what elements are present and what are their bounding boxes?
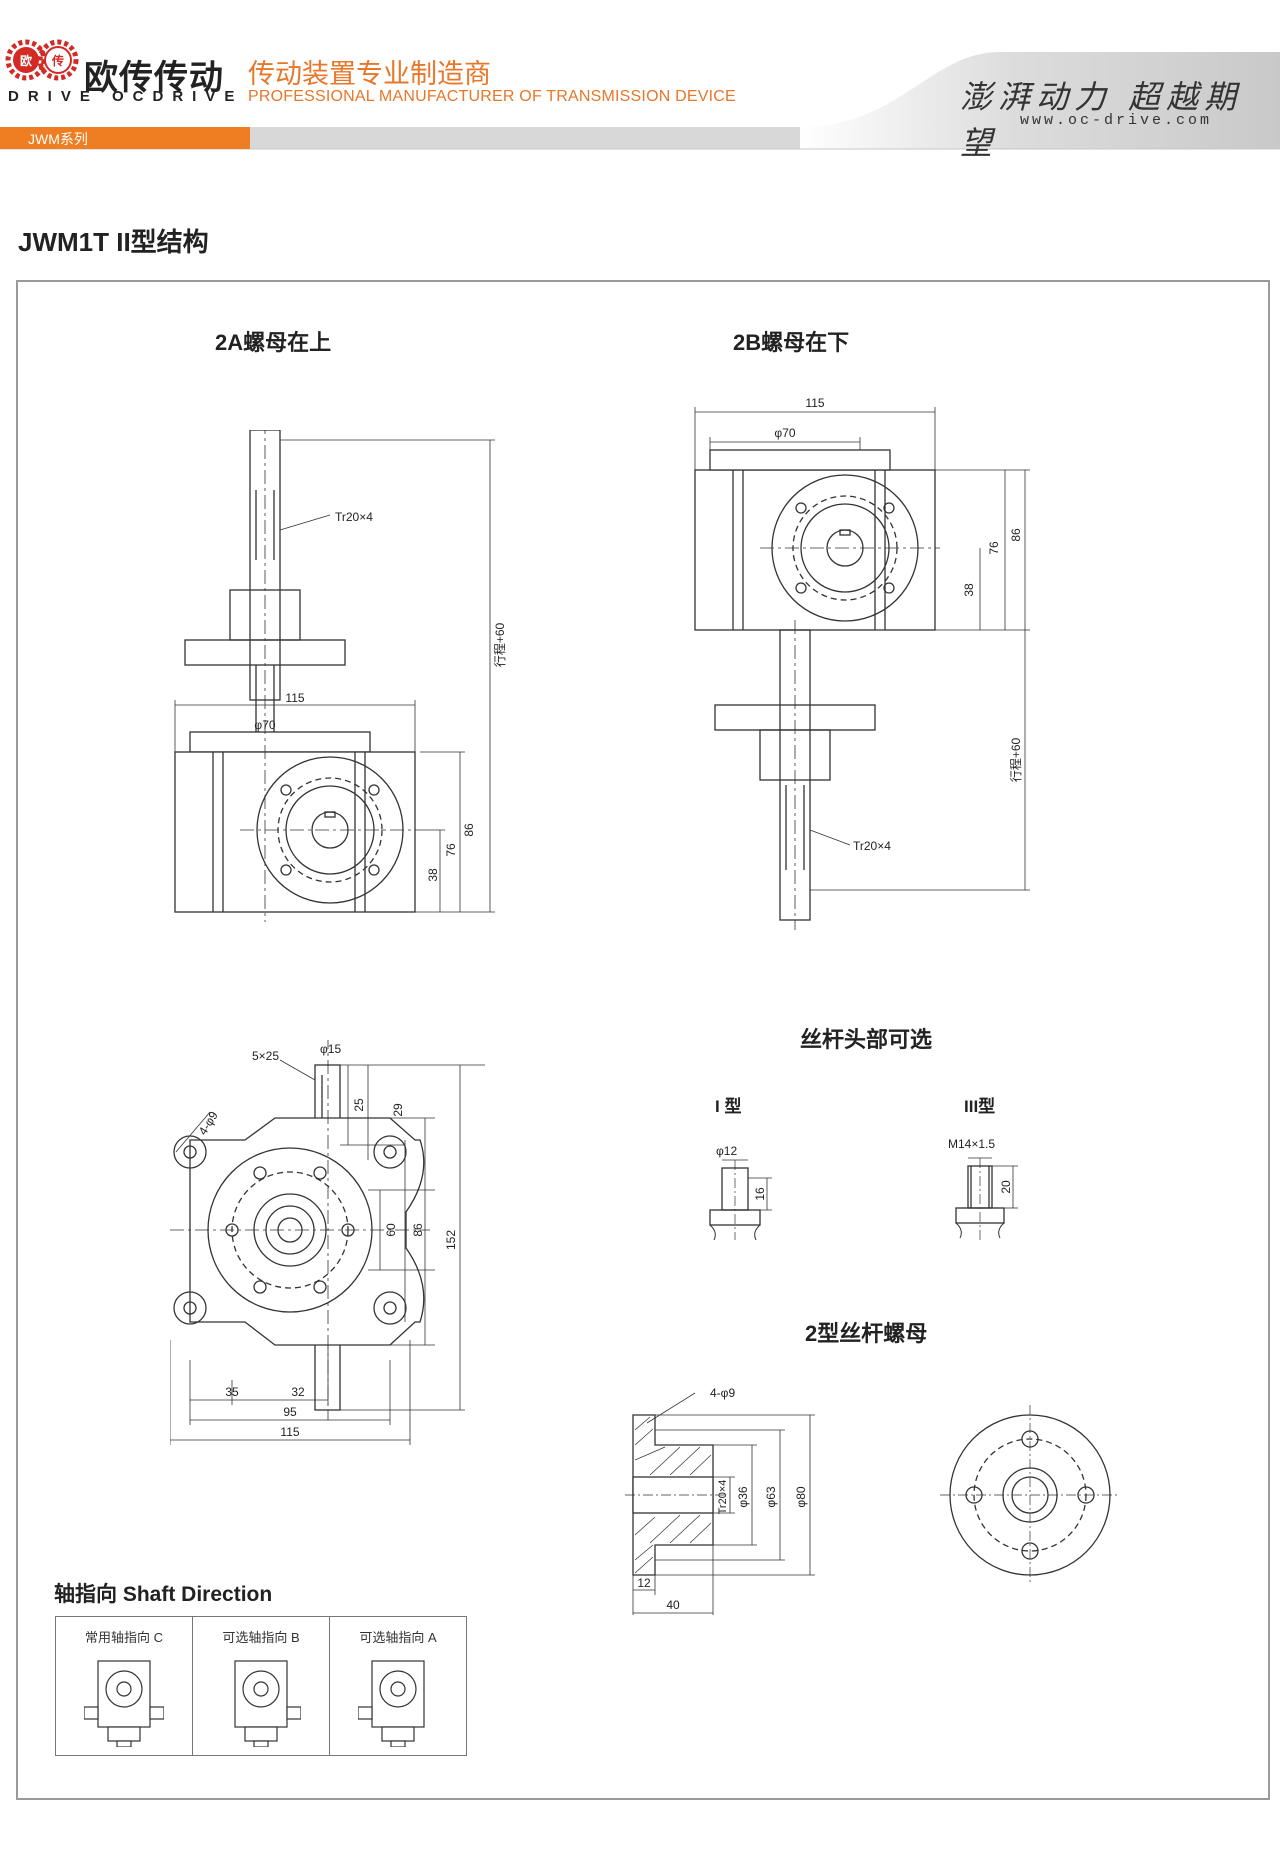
top-holes-label: 4-φ9 bbox=[196, 1109, 221, 1138]
top-d25-label: 25 bbox=[352, 1098, 366, 1112]
view-2a-stroke-label: 行程+60 bbox=[492, 622, 507, 667]
view-2a-dia-label: φ70 bbox=[254, 718, 275, 732]
view-2b-h86-label: 86 bbox=[1009, 528, 1023, 542]
series-label: JWM系列 bbox=[28, 131, 88, 147]
slogan-cn: 传动装置专业制造商 bbox=[248, 59, 491, 90]
shaft-option-b[interactable]: 可选轴指向 B bbox=[193, 1617, 330, 1755]
screw-head-title: 丝杆头部可选 bbox=[800, 1027, 933, 1052]
view-2b-thread-label: Tr20×4 bbox=[853, 839, 891, 853]
gearbox-a-icon bbox=[358, 1660, 425, 1747]
series-tab[interactable] bbox=[0, 127, 250, 149]
top-view-drawing: 5×25 φ15 4-φ9 25 29 60 86 152 35 32 95 1… bbox=[170, 1040, 485, 1445]
view-2a-width-label: 115 bbox=[285, 691, 304, 705]
type1-dia-label: φ12 bbox=[716, 1144, 737, 1158]
top-d60-label: 60 bbox=[384, 1223, 398, 1237]
logo-badge-2: 传 bbox=[51, 53, 64, 68]
nut-thread-label: Tr20×4 bbox=[717, 1480, 729, 1515]
view-2a-h86-label: 86 bbox=[462, 823, 476, 837]
type1-len-label: 16 bbox=[753, 1187, 767, 1201]
nut-d63-label: φ63 bbox=[764, 1486, 778, 1507]
type3-head-drawing: M14×1.5 20 bbox=[948, 1137, 1018, 1240]
top-d86-label: 86 bbox=[411, 1223, 425, 1237]
gearbox-c-icon bbox=[84, 1660, 164, 1747]
top-d115-label: 115 bbox=[280, 1425, 299, 1439]
view-2b-stroke-label: 行程+60 bbox=[1008, 737, 1023, 782]
view-2b-width-label: 115 bbox=[805, 396, 824, 410]
shaft-option-label: 可选轴指向 B bbox=[222, 1630, 300, 1645]
shaft-option-label: 可选轴指向 A bbox=[359, 1630, 437, 1645]
logo-subtitle: DRIVE OCDRIVE bbox=[8, 88, 244, 105]
top-d29-label: 29 bbox=[391, 1103, 405, 1117]
nut-w40-label: 40 bbox=[666, 1598, 680, 1612]
view-2a-thread-label: Tr20×4 bbox=[335, 510, 373, 524]
shaft-option-a[interactable]: 可选轴指向 A bbox=[330, 1617, 466, 1755]
top-d95-label: 95 bbox=[283, 1405, 297, 1419]
type3-label: III型 bbox=[964, 1097, 996, 1116]
shaft-direction-table: 常用轴指向 C 可选轴指向 B 可选轴指向 A bbox=[55, 1616, 467, 1756]
top-d152-label: 152 bbox=[444, 1230, 458, 1250]
type1-label: I 型 bbox=[715, 1097, 742, 1116]
shaft-option-label: 常用轴指向 C bbox=[84, 1630, 163, 1645]
motto: 澎湃动力 超越期望 bbox=[960, 78, 1243, 162]
nut-title: 2型丝杆螺母 bbox=[805, 1321, 928, 1346]
type1-head-drawing: φ12 16 bbox=[709, 1144, 772, 1240]
nut-section-drawing: 4-φ9 Tr20×4 φ36 φ63 φ80 12 40 bbox=[625, 1386, 815, 1615]
nut-d80-label: φ80 bbox=[794, 1486, 808, 1507]
view-2b-title: 2B螺母在下 bbox=[733, 330, 850, 355]
header-band bbox=[0, 52, 1280, 150]
slogan-en: PROFESSIONAL MANUFACTURER OF TRANSMISSIO… bbox=[248, 88, 736, 105]
type3-len-label: 20 bbox=[999, 1180, 1013, 1194]
view-2b-h38-label: 38 bbox=[962, 583, 976, 597]
drawing-frame bbox=[16, 280, 1270, 1800]
logo-gear-icon: 欧 传 bbox=[5, 39, 79, 81]
nut-w12-label: 12 bbox=[637, 1576, 651, 1590]
type3-thread-label: M14×1.5 bbox=[948, 1137, 995, 1151]
nut-front-drawing bbox=[940, 1405, 1120, 1585]
view-2b-h76-label: 76 bbox=[987, 541, 1001, 555]
gearbox-b-icon bbox=[234, 1660, 301, 1747]
view-2a-h76-label: 76 bbox=[444, 843, 458, 857]
top-key-label: 5×25 bbox=[252, 1049, 279, 1063]
shaft-direction-title: 轴指向 Shaft Direction bbox=[54, 1583, 273, 1606]
view-2a-h38-label: 38 bbox=[426, 868, 440, 882]
view-2b-drawing: 115 φ70 86 76 38 行程+60 Tr20×4 bbox=[694, 396, 1030, 930]
top-shaft-dia-label: φ15 bbox=[320, 1042, 341, 1056]
view-2a-drawing: Tr20×4 115 φ70 行程+60 86 76 38 bbox=[174, 430, 507, 922]
page-title: JWM1T II型结构 bbox=[18, 227, 209, 257]
logo-badge-1: 欧 bbox=[20, 53, 32, 68]
view-2b-dia-label: φ70 bbox=[774, 426, 795, 440]
top-d32-label: 32 bbox=[291, 1385, 305, 1399]
website-link[interactable]: www.oc-drive.com bbox=[1020, 112, 1213, 129]
nut-d36-label: φ36 bbox=[736, 1486, 750, 1507]
top-d35-label: 35 bbox=[225, 1385, 239, 1399]
shaft-option-c[interactable]: 常用轴指向 C bbox=[56, 1617, 193, 1755]
view-2a-title: 2A螺母在上 bbox=[215, 330, 332, 355]
logo-name: 欧传传动 bbox=[84, 58, 224, 98]
nut-holes-label: 4-φ9 bbox=[710, 1386, 735, 1400]
